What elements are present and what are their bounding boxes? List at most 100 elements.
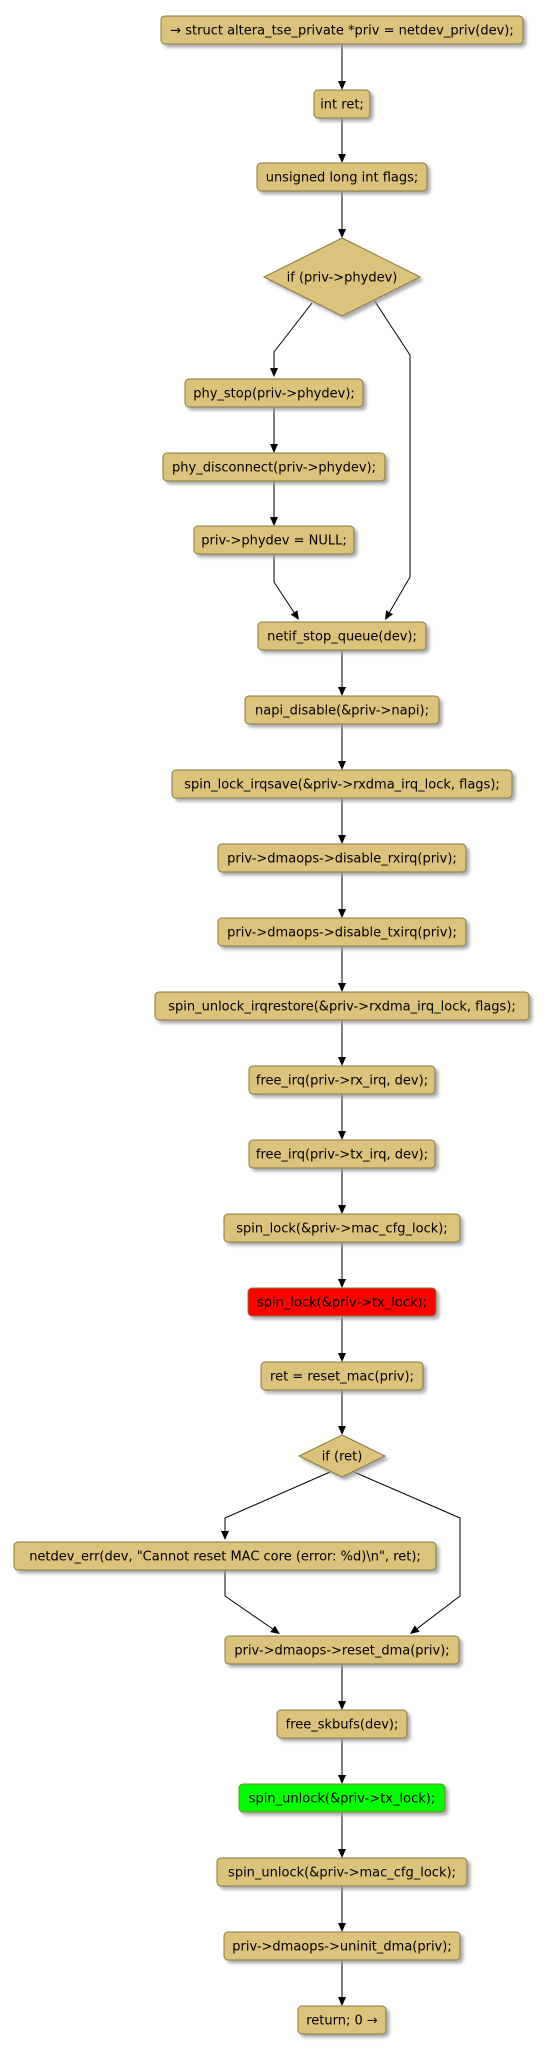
node-n11: priv->dmaops->disable_rxirq(priv);	[217, 843, 467, 873]
edge-n16-n17	[338, 1242, 346, 1288]
node-label: netdev_err(dev, "Cannot reset MAC core (…	[29, 1550, 421, 1565]
node-label: priv->dmaops->disable_txirq(priv);	[227, 926, 457, 941]
node-label: spin_lock_irqsave(&priv->rxdma_irq_lock,…	[184, 778, 500, 793]
node-label: napi_disable(&priv->napi);	[255, 704, 429, 719]
edge-n5-n6	[270, 407, 278, 453]
node-n17: spin_lock(&priv->tx_lock);	[247, 1287, 437, 1317]
process-box	[256, 162, 428, 192]
arrowhead	[338, 1701, 346, 1710]
node-n16: spin_lock(&priv->mac_cfg_lock);	[223, 1213, 461, 1243]
decision-diamond	[297, 1434, 387, 1478]
process-box	[313, 89, 371, 119]
node-n19: if (ret)	[297, 1434, 387, 1478]
node-n22: free_skbufs(dev);	[276, 1709, 408, 1739]
arrowhead	[338, 154, 346, 163]
arrowhead	[270, 1625, 280, 1634]
edge-n13-n14	[338, 1020, 346, 1066]
edge-n14-n15	[338, 1094, 346, 1140]
process-box	[13, 1541, 437, 1571]
process-box	[216, 1857, 468, 1887]
node-n13: spin_unlock_irqrestore(&priv->rxdma_irq_…	[154, 991, 530, 1021]
process-box	[244, 695, 440, 725]
node-label: spin_unlock(&priv->mac_cfg_lock);	[228, 1866, 456, 1881]
arrowhead	[338, 761, 346, 770]
arrowhead	[338, 909, 346, 918]
arrowhead	[270, 368, 278, 377]
node-n6: phy_disconnect(priv->phydev);	[162, 452, 386, 482]
process-box	[276, 1709, 408, 1739]
edge-line	[353, 1471, 461, 1629]
process-box	[257, 621, 427, 651]
node-label: spin_lock(&priv->mac_cfg_lock);	[236, 1222, 447, 1237]
edge-n25-n26	[338, 1960, 346, 2006]
node-n2: int ret;	[313, 89, 371, 119]
process-box	[260, 1361, 424, 1391]
process-box	[171, 769, 513, 799]
node-n26: return; 0 →	[297, 2005, 387, 2035]
node-label: free_irq(priv->tx_irq, dev);	[256, 1148, 428, 1163]
process-box	[217, 917, 467, 947]
edge-line	[224, 1471, 331, 1531]
edges	[221, 44, 461, 2006]
edge-n17-n18	[338, 1316, 346, 1362]
edge-n6-n7	[270, 481, 278, 526]
node-label: free_skbufs(dev);	[286, 1718, 399, 1733]
node-label: spin_unlock(&priv->tx_lock);	[249, 1792, 435, 1807]
arrowhead	[338, 229, 346, 238]
node-label: if (priv->phydev)	[287, 271, 398, 286]
node-n23: spin_unlock(&priv->tx_lock);	[238, 1783, 446, 1813]
node-label: priv->phydev = NULL;	[201, 534, 347, 549]
edge-n24-n25	[338, 1886, 346, 1932]
nodes: → struct altera_tse_private *priv = netd…	[13, 15, 530, 2035]
arrowhead	[338, 1131, 346, 1140]
process-box	[160, 15, 524, 45]
node-label: free_irq(priv->rx_irq, dev);	[256, 1074, 428, 1089]
node-label: unsigned long int flags;	[266, 171, 419, 186]
edge-n12-n13	[338, 946, 346, 992]
node-n10: spin_lock_irqsave(&priv->rxdma_irq_lock,…	[171, 769, 513, 799]
process-box	[217, 843, 467, 873]
edge-line	[273, 554, 295, 613]
node-n5: phy_stop(priv->phydev);	[184, 378, 364, 408]
edge-n1-n2	[338, 44, 346, 90]
node-n9: napi_disable(&priv->napi);	[244, 695, 440, 725]
node-n7: priv->phydev = NULL;	[193, 525, 355, 555]
arrowhead	[338, 1057, 346, 1066]
node-label: spin_lock(&priv->tx_lock);	[257, 1296, 427, 1311]
process-box	[247, 1287, 437, 1317]
node-label: phy_stop(priv->phydev);	[193, 387, 355, 402]
node-n3: unsigned long int flags;	[256, 162, 428, 192]
arrowhead	[338, 1997, 346, 2006]
node-label: if (ret)	[322, 1450, 363, 1465]
edge-n15-n16	[338, 1168, 346, 1214]
arrowhead	[410, 1625, 420, 1634]
process-box	[154, 991, 530, 1021]
process-box	[184, 378, 364, 408]
arrowhead	[338, 1279, 346, 1288]
arrowhead	[338, 1426, 346, 1435]
edge-n10-n11	[338, 798, 346, 844]
edge-n22-n23	[338, 1738, 346, 1784]
node-label: ret = reset_mac(priv);	[270, 1370, 414, 1385]
edge-n23-n24	[338, 1812, 346, 1858]
edge-n19-n21	[353, 1471, 461, 1634]
arrowhead	[221, 1531, 229, 1540]
arrowhead	[290, 610, 299, 620]
node-n18: ret = reset_mac(priv);	[260, 1361, 424, 1391]
process-box	[193, 525, 355, 555]
edge-n18-n19	[338, 1390, 346, 1435]
node-n20: netdev_err(dev, "Cannot reset MAC core (…	[13, 1541, 437, 1571]
process-box	[297, 2005, 387, 2035]
edge-n7-n8	[273, 554, 299, 620]
arrowhead	[338, 81, 346, 90]
process-box	[223, 1213, 461, 1243]
edge-n8-n9	[338, 650, 346, 696]
node-label: spin_unlock_irqrestore(&priv->rxdma_irq_…	[168, 1000, 516, 1015]
edge-n21-n22	[338, 1664, 346, 1710]
node-label: phy_disconnect(priv->phydev);	[172, 461, 376, 476]
node-n1: → struct altera_tse_private *priv = netd…	[160, 15, 524, 45]
arrowhead	[338, 1775, 346, 1784]
edge-n3-n4	[338, 191, 346, 238]
edge-n19-n20	[221, 1471, 331, 1540]
